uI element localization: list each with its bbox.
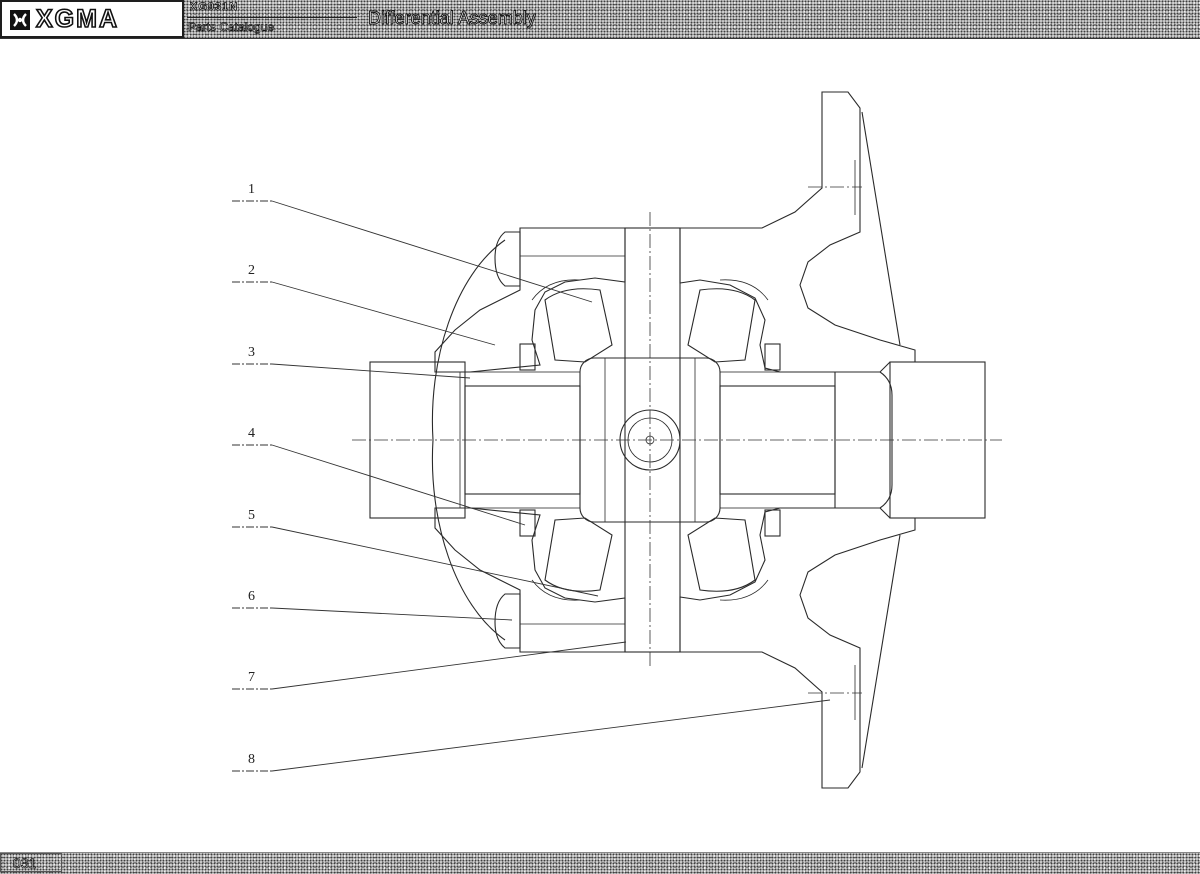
bolt-head-upper	[494, 231, 521, 287]
page-number: 031	[13, 855, 37, 872]
right-side-gear-upper	[687, 288, 756, 363]
bolt-head-lower	[494, 593, 521, 649]
callout-number: 6	[248, 589, 255, 604]
callout-2: 2	[232, 263, 496, 346]
left-side-gear-upper	[544, 288, 613, 363]
xgma-logo-icon	[10, 10, 30, 30]
page-header: XGMA XG931N Parts Catalogue Differential…	[0, 0, 1200, 39]
left-case-upper	[434, 227, 626, 373]
callout-number: 7	[248, 670, 255, 685]
callout-3: 3	[232, 345, 471, 379]
page-title: Differential Assembly	[368, 8, 537, 29]
thrust-washer-ur	[764, 343, 781, 371]
leader-line	[271, 444, 526, 526]
gear-tooth-arc-ul	[531, 279, 581, 301]
gear-tooth-arc-ur	[719, 279, 769, 301]
callout-7: 7	[232, 641, 627, 690]
left-side-gear-lower	[544, 517, 613, 592]
left-case-lower	[434, 507, 626, 653]
leader-line	[271, 363, 471, 379]
leader-line	[271, 281, 496, 346]
right-spline-strip-upper	[719, 371, 836, 387]
callout-6: 6	[232, 589, 513, 621]
left-spline-strip-lower	[464, 493, 581, 509]
flange-rib-lower	[861, 534, 901, 769]
bolts	[494, 231, 625, 649]
callout-1: 1	[232, 182, 593, 303]
callout-number: 4	[248, 426, 255, 441]
callout-number: 3	[248, 345, 255, 360]
callout-number: 1	[248, 182, 255, 197]
model-name: XG931N	[190, 1, 239, 14]
right-case-lower	[679, 507, 916, 789]
page-footer: 031	[0, 852, 1200, 874]
right-case-half	[679, 91, 916, 789]
thrust-washer-lr	[764, 509, 781, 537]
leader-line	[271, 641, 627, 690]
header-divider	[187, 17, 357, 18]
leader-line	[271, 200, 593, 303]
case-outer-arc	[431, 239, 506, 641]
page-number-box: 031	[0, 853, 62, 872]
callouts: 1 2 3 4 5 6 7	[232, 182, 831, 772]
left-case-half	[434, 227, 626, 653]
gear-tooth-arc-lr	[719, 579, 769, 601]
side-gears	[531, 279, 769, 601]
logo-box: XGMA	[0, 0, 184, 38]
callout-number: 2	[248, 263, 255, 278]
callout-number: 5	[248, 508, 255, 523]
brand-logo-text: XGMA	[35, 4, 119, 34]
right-case-upper	[679, 91, 916, 373]
right-hub-bore	[834, 371, 893, 509]
flange-rib-upper	[861, 111, 901, 346]
leader-line	[271, 607, 513, 621]
leader-line	[271, 699, 831, 772]
left-spline-strip-upper	[464, 371, 581, 387]
callout-4: 4	[232, 426, 526, 526]
callout-number: 8	[248, 752, 255, 767]
catalogue-subtitle: Parts Catalogue	[188, 20, 275, 35]
thrust-washer-ul	[519, 343, 536, 371]
callout-8: 8	[232, 699, 831, 772]
right-side-gear-lower	[687, 517, 756, 592]
right-spline-strip-lower	[719, 493, 836, 509]
leader-line	[271, 526, 599, 597]
callout-5: 5	[232, 508, 599, 597]
gear-tooth-arc-ll	[531, 579, 581, 601]
